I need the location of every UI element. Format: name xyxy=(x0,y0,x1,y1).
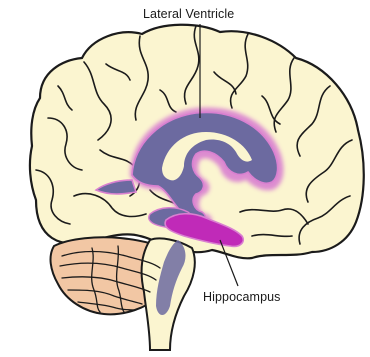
lateral-ventricle-label: Lateral Ventricle xyxy=(143,7,234,21)
hippocampus-label: Hippocampus xyxy=(203,290,281,304)
